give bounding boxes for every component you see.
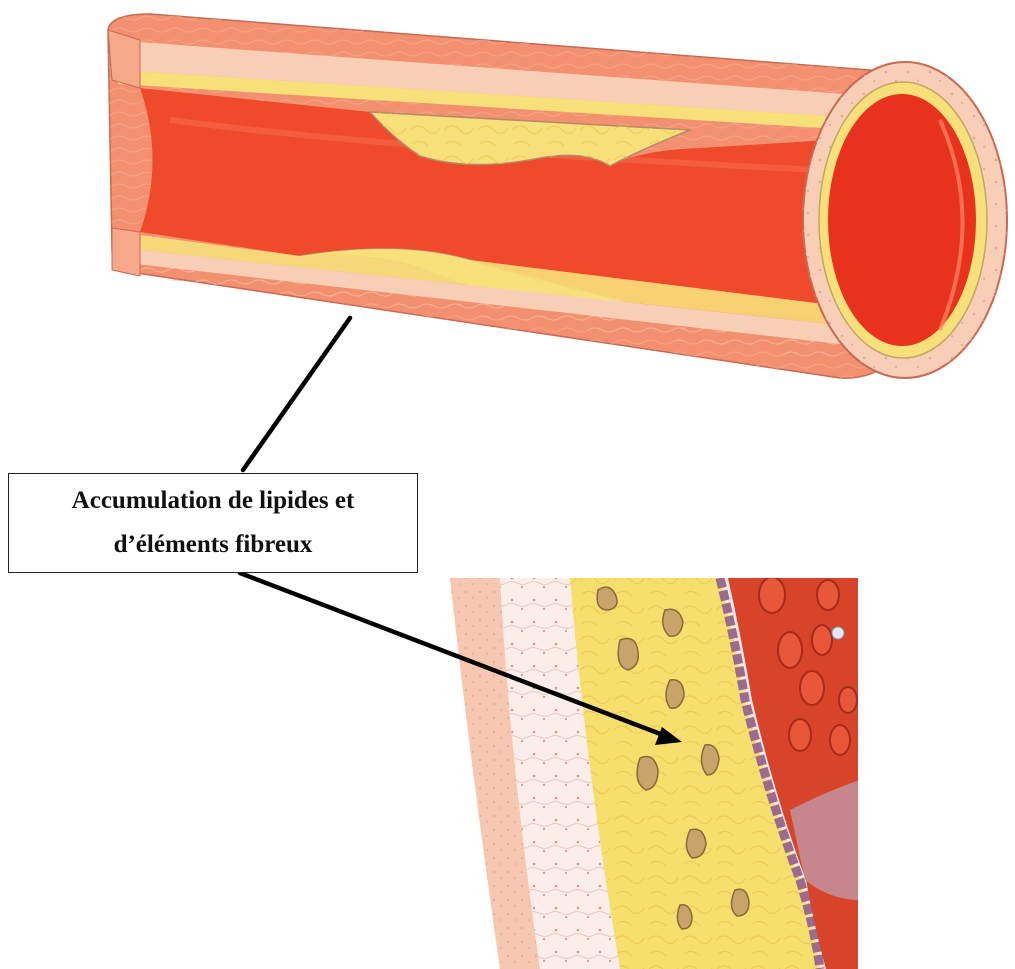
annotation-label: Accumulation de lipides et d’éléments fi…: [72, 479, 355, 567]
annotation-line-1: Accumulation de lipides et: [72, 479, 355, 523]
annotation-label-box: Accumulation de lipides et d’éléments fi…: [8, 473, 418, 573]
annotation-line-2: d’éléments fibreux: [72, 523, 355, 567]
white-blood-cell: [832, 627, 844, 639]
zoomed-wall-detail: [440, 577, 860, 969]
pointer-line-to-vessel: [243, 318, 350, 470]
cross-section-lumen: [828, 94, 976, 346]
artery-vessel: [108, 14, 1007, 378]
